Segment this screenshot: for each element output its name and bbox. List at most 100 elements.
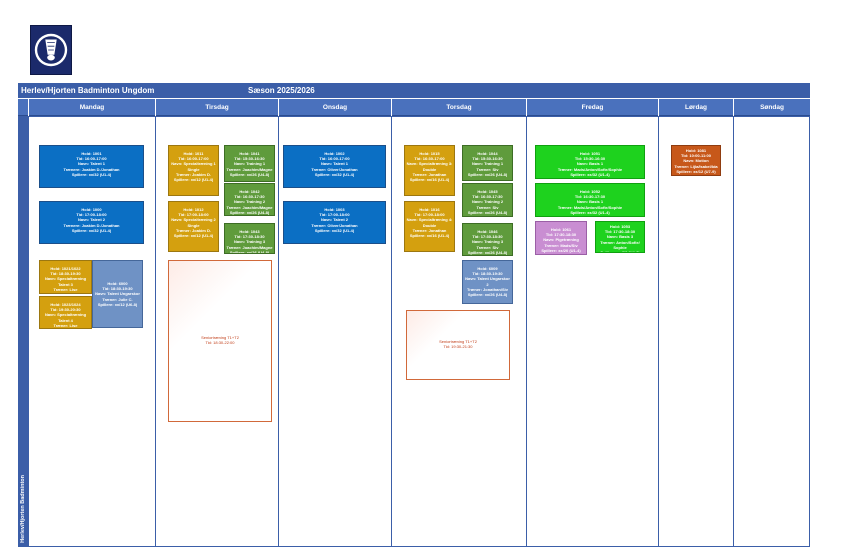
slot-line: Træner: Lijla/Isabel/Ida [674, 163, 718, 169]
slot-line: Spillere: xx/32 (U1-4) [314, 227, 355, 233]
day-header-sunday: Søndag [733, 99, 810, 116]
slot-line: Hold: 1051 [579, 151, 601, 156]
slot-line: Tid: 18:30-19:30 [102, 286, 133, 292]
slot-line: Single [187, 222, 200, 228]
slot-line: Hold: 1000 [81, 207, 102, 212]
slot-line: Navn: Training 2 [233, 199, 266, 205]
title-bar: Herlev/Hjorten Badminton Ungdom Sæson 20… [18, 83, 810, 98]
slot-line: Navn: Motion [683, 158, 709, 164]
slot-line: Hold: 6000 [107, 281, 128, 286]
slot-line: Hold: 1016 [419, 207, 440, 212]
slot-line: Navn: Talent Ungarskor [465, 276, 510, 282]
slot-line: Navn: Talent Ungarskor [95, 291, 140, 297]
slot-line: Spillere: xx/16 (U1-4) [409, 233, 450, 239]
slot-line: Træner: Oliver/Jonathan [311, 222, 358, 228]
slot-line: Spillere: xx/20 (U1-4) [541, 247, 581, 253]
slot-line: Navn: Training 2 [471, 199, 504, 205]
slot-line: Navn: Talent 1 [77, 161, 106, 167]
slot-line: Navn: Basis 1 [576, 161, 604, 167]
slot-line: Navn: Specialtræning 3: [406, 161, 453, 167]
slot-line: Tid: 17:00-18:00 [319, 212, 350, 218]
slot-line: Spillere: xx/12 (U1-4) [173, 233, 214, 239]
slot-line: Tid: 16:30-17:00 [414, 156, 445, 162]
slot-line: Seniortræning T1+T2 [201, 335, 239, 340]
slot-line: Navn: Specialtræning 4: [406, 217, 453, 223]
slot-line: Træner: Jonathan [412, 171, 447, 177]
slot-line: Hold: 1012 [183, 207, 204, 212]
slot-line: Tid: 16:00-17:00 [76, 156, 107, 162]
slot-line: Navn: Training 1 [471, 161, 504, 167]
slot-line: Hold: 1002 [324, 151, 345, 156]
side-label: Herlev/Hjorten Badminton [20, 475, 26, 543]
club-title: Herlev/Hjorten Badminton Ungdom [21, 86, 155, 95]
slot-line: Navn: Specialtræning 2 [171, 217, 216, 223]
slot-line: Tid: 15:30-16:30 [574, 156, 606, 162]
slot-line: Tid: 17:00-18:00 [76, 212, 107, 218]
slot-line: Talent 3 [58, 281, 73, 287]
slot-line: Hold: 1001 [81, 151, 102, 156]
slot-line: Tid: 17:00-18:00 [178, 212, 209, 218]
slot-line: Tid: 16:00-17:00 [319, 156, 350, 162]
day-header-friday: Fredag [526, 99, 658, 116]
slot-line: Spillere: xx/16 (U1-4) [409, 177, 450, 183]
slot-line: Tid: 15:30-16:30 [472, 156, 503, 162]
slot-line: Spillere: xx/26 (U4-8) [229, 249, 270, 254]
slot-line: Hold: 1042 [239, 189, 260, 194]
slot-line: Talent 4 [58, 317, 73, 323]
slot-line: Single [187, 166, 200, 172]
slot-line: Spillere: xx/32 (U1-4) [314, 171, 355, 177]
slot-line: Hold: 1015 [419, 151, 440, 156]
slot-line: Tid: 19:30-20:30 [50, 307, 81, 313]
slot-line: Trænere: Joakim D./Jonathan [63, 222, 120, 228]
slot-line: Navn: Training 3 [471, 239, 504, 245]
slot-line: Spillere: xx/26 (U4-8) [229, 171, 270, 177]
slot-line: Træner: Joachim/Magne [226, 244, 273, 250]
slot-line: Tid: 16:30-17:30 [574, 194, 606, 200]
slot-line: Tid: 17:30-18:30 [472, 234, 503, 240]
slot-line: Tid: 15:30-16:30 [234, 156, 265, 162]
slot-line: Tid: 16:30-17:30 [472, 194, 503, 200]
slot-line: Tid: 17:30-18:30 [545, 232, 577, 238]
slot-line: Tid: 16:00-17:00 [178, 156, 209, 162]
slot-line: Navn: Talent 1 [320, 161, 349, 167]
column-divider [526, 116, 527, 547]
slot-line: Tid: 10:00-11:00 [681, 153, 711, 159]
slot-line: Hold: 1023/1024 [50, 302, 81, 307]
slot-line: Træner: Mads/Anton/Sofie/Sophie [557, 204, 623, 210]
slot-line: Træner: Julie C. [102, 296, 133, 302]
day-header-wednesday: Onsdag [278, 99, 391, 116]
slot-line: Navn: Basis 1 [576, 199, 604, 205]
slot-line: Tid: 18:30-19:30 [50, 271, 81, 277]
slot-line: Hold: 1011 [183, 151, 204, 156]
weekday-header: Mandag Tirsdag Onsdag Torsdag Fredag Lør… [18, 99, 810, 116]
slot-line: Tid: 18:30-19:30 [472, 271, 503, 277]
column-divider [658, 116, 659, 547]
slot-line: Double [422, 166, 437, 172]
slot-line: Spillere: xx/26 (U4-8) [467, 249, 508, 255]
